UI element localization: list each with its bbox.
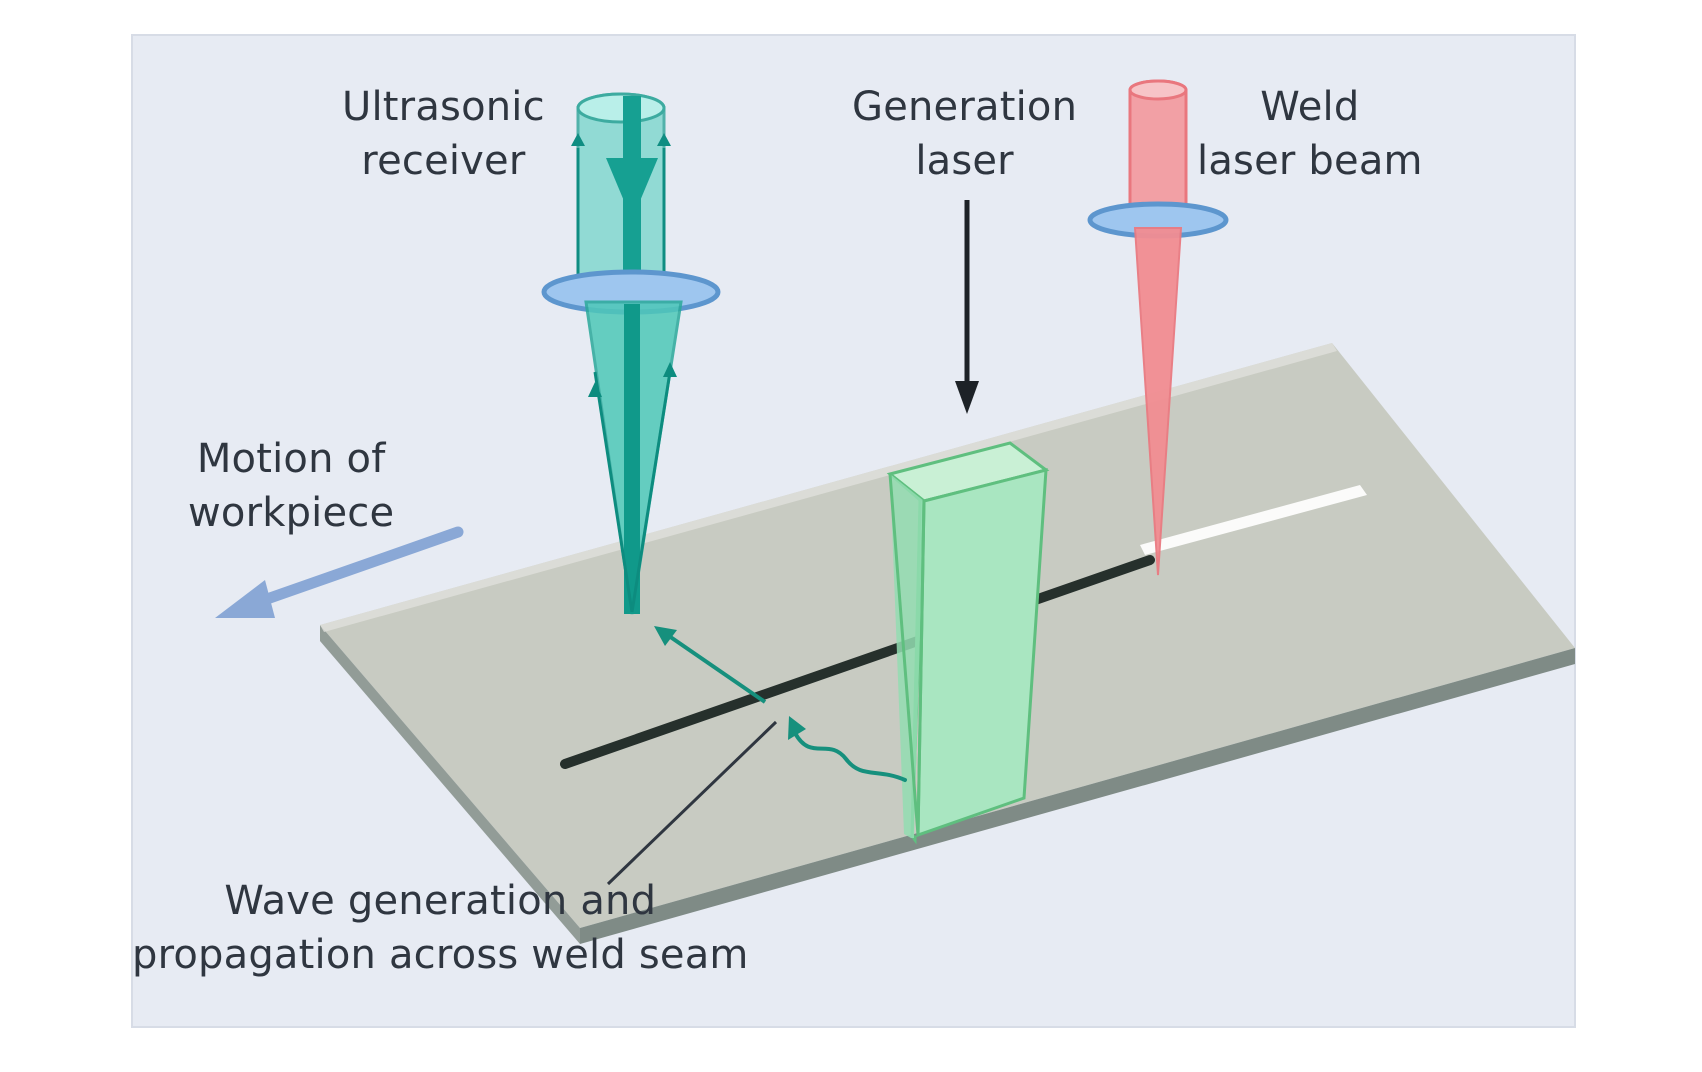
generation-laser-block: [886, 441, 1050, 845]
weld-laser-beam-assembly: [1087, 79, 1229, 576]
wave-callout-line: [606, 720, 778, 886]
generation-laser-arrow: [955, 200, 979, 414]
weld-seam: [560, 555, 1155, 769]
motion-arrow: [215, 526, 464, 618]
ultrasonic-receiver-label: Ultrasonic receiver: [342, 84, 545, 184]
ultrasonic-receiver-assembly: [541, 92, 721, 615]
weld-laser-beam-label: Weld laser beam: [1197, 84, 1423, 184]
wave-generation-label: Wave generation and propagation across w…: [132, 878, 749, 978]
wave-propagation-paths: [654, 626, 907, 782]
motion-of-workpiece-label: Motion of workpiece: [188, 436, 395, 536]
generation-laser-label: Generation laser: [852, 84, 1078, 184]
